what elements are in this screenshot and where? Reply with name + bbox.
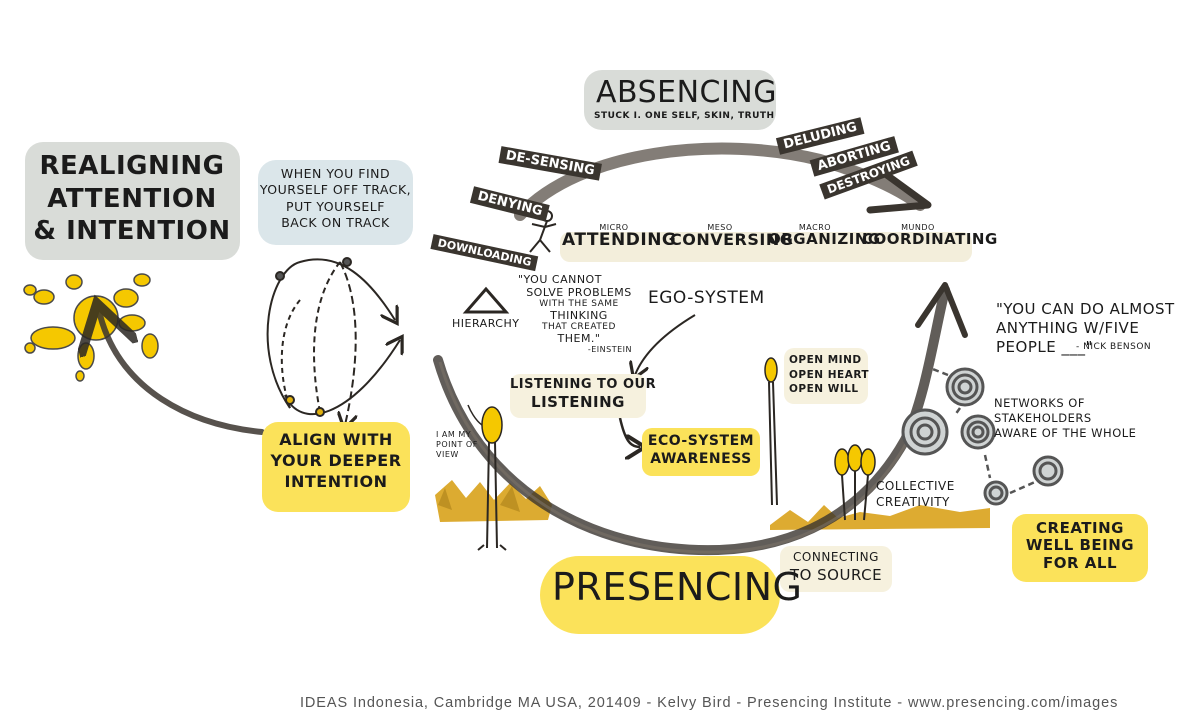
title-left-bubble	[25, 142, 240, 260]
network-circles	[901, 366, 1064, 506]
open-label: OPEN MIND OPEN HEART OPEN WILL	[789, 354, 870, 396]
networks-label: NETWORKS of STAKEHOLDERS AWARE of the WH…	[994, 396, 1137, 440]
point-of-view-label: I AM MY POINT of VIEW	[436, 430, 478, 459]
connecting-label: CONNECTING to SOURCE	[789, 550, 883, 585]
off-track-bubble	[258, 160, 413, 245]
absencing-bubble	[584, 70, 776, 130]
level-attending: MICRO ATTENDING	[562, 223, 677, 251]
presencing-title: PRESENCING	[552, 565, 803, 609]
listening-arrow	[618, 417, 640, 447]
sun-icon	[23, 273, 159, 382]
open-bubble	[784, 348, 868, 404]
level-organizing: MACRO ORGANIZING	[768, 223, 881, 249]
ego-system-label: EGO-SYSTEM	[648, 288, 765, 308]
hierarchy-label: HIERARCHY	[452, 317, 520, 330]
off-track-note: WHEN YOU FIND YOURSELF OFF TRACK, PUT YO…	[259, 166, 412, 230]
align-bubble	[262, 422, 410, 512]
eco-system-bubble	[642, 428, 760, 476]
eco-system-label: ECO-SYSTEM AWARENESS	[647, 433, 755, 467]
hierarchy-icon	[462, 286, 510, 314]
absencing-subtitle: STUCK i. ONE SELF, SKIN, TRUTH	[594, 111, 775, 121]
absencing-arrowhead	[866, 166, 932, 214]
up-arrowhead	[915, 282, 968, 338]
quote-einstein: "YOU CANNOT SOLVE PROBLEMS with THE SAME…	[518, 273, 632, 355]
level-coordinating: MUNDO COORDINATING	[862, 223, 998, 249]
quote-benson: "YOU CAN DO ALMOST ANYTHING w/FIVE PEOPL…	[996, 300, 1175, 356]
ground-texture-left	[435, 480, 552, 522]
ego-arrow	[635, 314, 696, 375]
standing-figure-middle	[764, 357, 778, 506]
levels-bubble	[560, 232, 972, 262]
footer-credit: IDEAS Indonesia, Cambridge MA USA, 20140…	[300, 695, 1119, 711]
level-conversing: MESO CONVERSING	[670, 223, 794, 250]
collective-label: COLLECTIVE CREATIVITY	[876, 479, 955, 510]
connecting-bubble	[780, 546, 892, 592]
figure-group	[834, 444, 876, 521]
sun-ray-arrow	[100, 315, 265, 435]
align-note: ALIGN with YOUR DEEPER INTENTION	[270, 430, 402, 491]
title-left: REALIGNING ATTENTION & INTENTION	[33, 151, 231, 246]
absencing-title: ABSENCING	[596, 75, 777, 110]
wellbeing-label: CREATING WELL BEING for ALL	[1025, 519, 1135, 572]
listening-label: LISTENING to OUR LISTENING	[510, 377, 657, 412]
presencing-bubble	[540, 556, 780, 634]
wellbeing-bubble	[1012, 514, 1148, 582]
standing-figure-left	[467, 404, 507, 551]
listening-bubble	[510, 374, 646, 418]
off-track-loop	[266, 257, 400, 425]
